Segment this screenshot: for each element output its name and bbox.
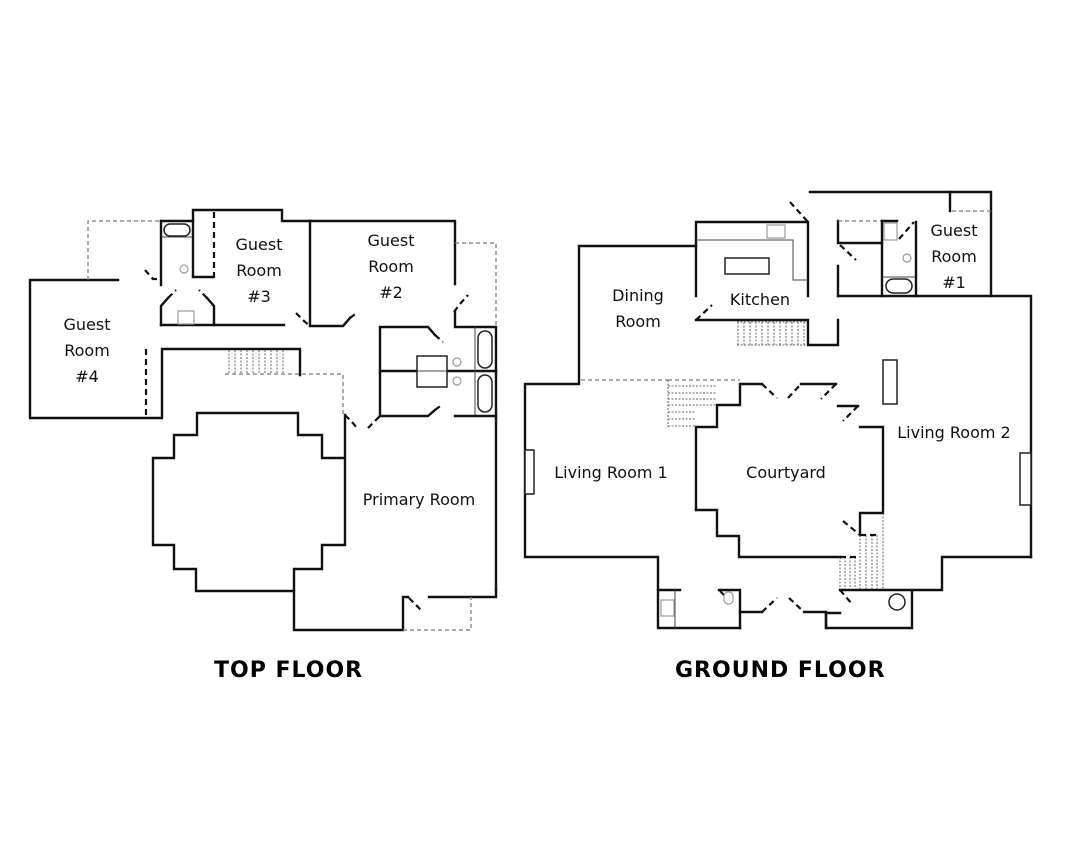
- primary-bath-walls: [378, 325, 498, 592]
- room-label-living-room-1: Living Room 1: [554, 463, 668, 482]
- sink-icon: [766, 224, 786, 239]
- ground-floor-title: GROUND FLOOR: [675, 658, 886, 683]
- room-label-guest-room-1: Guest Room #1: [930, 221, 978, 292]
- window-feature-icon: [1019, 452, 1032, 506]
- top-stairs: [225, 350, 344, 414]
- fireplace-icon: [882, 359, 898, 405]
- room-label-dining-room: Dining Room: [612, 286, 664, 331]
- toilet-icon: [179, 264, 189, 274]
- top-floor-title: TOP FLOOR: [214, 658, 364, 683]
- ground-floor-plan: [523, 190, 1033, 630]
- toilet-icon: [723, 591, 734, 605]
- guest-room-3-walls: [191, 208, 312, 327]
- courtyard-stairs-bottom: [838, 513, 914, 611]
- fireplace-icon: [524, 449, 535, 495]
- sink-icon: [660, 599, 675, 617]
- bathtub-icon: [163, 223, 191, 237]
- round-fixture-icon: [888, 593, 906, 611]
- toilet-icon: [452, 357, 462, 367]
- kitchen-stairs: [737, 321, 806, 346]
- room-label-guest-room-3: Guest Room #3: [235, 235, 283, 306]
- guest-room-2-walls: [308, 219, 497, 328]
- bathtub-icon: [885, 278, 913, 294]
- toilet-icon: [902, 253, 912, 263]
- guest-room-1-walls: [808, 190, 1033, 559]
- kitchen-walls: [694, 201, 840, 347]
- courtyard-stairs-top: [667, 379, 740, 427]
- room-label-guest-room-4: Guest Room #4: [63, 315, 111, 386]
- sink-icon: [883, 222, 898, 241]
- top-floor-plan: [28, 208, 498, 632]
- room-label-primary-room: Primary Room: [362, 490, 476, 509]
- guest-room-4-walls: [28, 278, 302, 420]
- open-to-below-void: [151, 411, 347, 593]
- powder-room-walls: [656, 588, 828, 630]
- bathtub-icon: [477, 330, 493, 369]
- room-label-guest-room-2: Guest Room #2: [367, 231, 415, 302]
- room-label-living-room-2: Living Room 2: [897, 423, 1011, 442]
- top-bath-left: [144, 219, 286, 327]
- room-label-courtyard: Courtyard: [746, 463, 826, 482]
- bathtub-icon: [477, 374, 493, 413]
- kitchen-island: [724, 257, 770, 275]
- toilet-icon: [452, 376, 462, 386]
- primary-room-walls: [292, 588, 498, 632]
- sink-icon: [177, 310, 195, 325]
- room-label-kitchen: Kitchen: [729, 290, 791, 309]
